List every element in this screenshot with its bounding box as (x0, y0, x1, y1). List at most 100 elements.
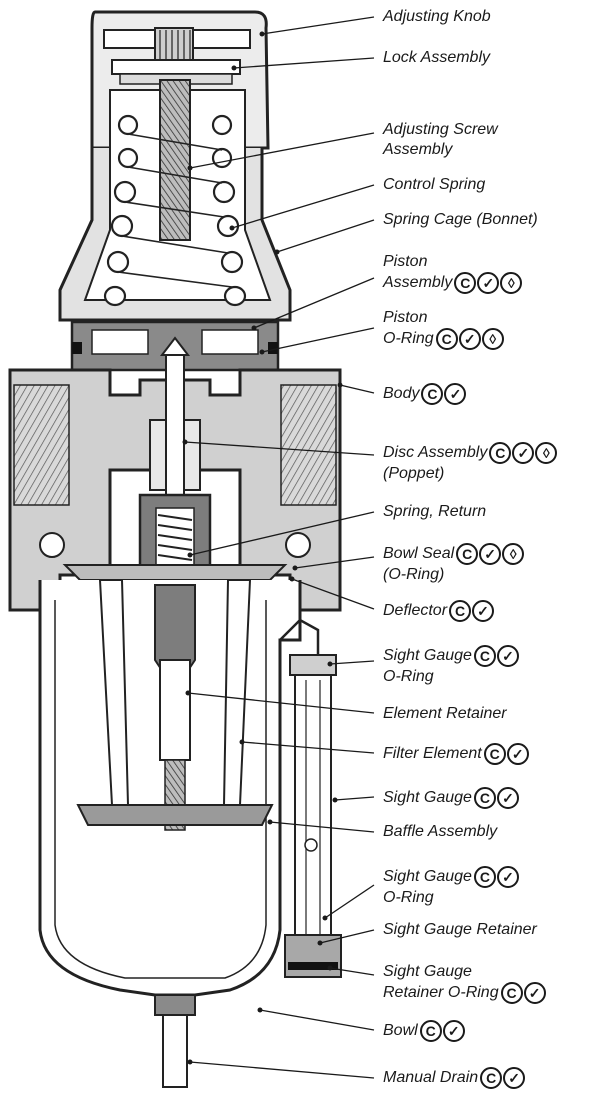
label-spring-return: Spring, Return (383, 502, 486, 522)
label-line: (O-Ring) (383, 566, 445, 583)
c-icon: C (473, 787, 496, 809)
label-line: Element Retainer (383, 705, 507, 722)
control-spring-part (103, 114, 247, 307)
label-baffle-assembly: Baffle Assembly (383, 822, 497, 842)
compat-icons: C✓ (480, 1067, 526, 1089)
disc-assembly-part (149, 336, 201, 496)
label-line: Sight Gauge Retainer (383, 921, 537, 938)
baffle-assembly-part (76, 804, 274, 826)
label-line: Bowl (383, 1022, 418, 1040)
compat-icons: C✓ (449, 600, 495, 622)
label-line: O-Ring (383, 889, 434, 906)
check-icon: ✓ (442, 1020, 465, 1042)
c-icon: C (419, 1020, 442, 1042)
manual-drain-part (154, 994, 196, 1088)
label-lock-assembly: Lock Assembly (383, 48, 490, 68)
label-line: Assembly (383, 141, 453, 158)
check-icon: ✓ (479, 543, 502, 565)
drop-icon: ◊ (502, 543, 525, 565)
label-spring-cage: Spring Cage (Bonnet) (383, 210, 538, 230)
label-line: Assembly (383, 274, 453, 292)
filter-element-part (98, 579, 252, 806)
label-control-spring: Control Spring (383, 175, 485, 195)
c-icon: C (454, 272, 477, 294)
c-icon: C (500, 982, 523, 1004)
label-line: Filter Element (383, 745, 482, 763)
check-icon: ✓ (496, 645, 519, 667)
check-icon: ✓ (444, 383, 467, 405)
compat-icons: C✓ (473, 645, 519, 667)
compat-icons: C✓ (500, 982, 546, 1004)
compat-icons: C✓ (483, 743, 529, 765)
check-icon: ✓ (496, 866, 519, 888)
check-icon: ✓ (477, 272, 500, 294)
c-icon: C (435, 328, 458, 350)
label-line: Adjusting Knob (383, 8, 491, 25)
label-line: Sight Gauge (383, 963, 472, 980)
compat-icons: C✓ (419, 1020, 465, 1042)
label-adjusting-knob: Adjusting Knob (383, 7, 491, 27)
c-icon: C (421, 383, 444, 405)
compat-icons: C✓ (473, 787, 519, 809)
label-line: Disc Assembly (383, 444, 488, 462)
check-icon: ✓ (512, 442, 535, 464)
c-icon: C (473, 645, 496, 667)
compat-icons: C✓◊ (435, 328, 504, 350)
label-line: Sight Gauge (383, 868, 472, 886)
compat-icons: C✓ (473, 866, 519, 888)
compat-icons: C✓◊ (456, 543, 525, 565)
c-icon: C (480, 1067, 503, 1089)
label-line: Sight Gauge (383, 647, 472, 665)
label-line: Spring Cage (Bonnet) (383, 211, 538, 228)
label-line: Body (383, 385, 420, 403)
leader-lines (184, 16, 375, 1079)
label-line: Lock Assembly (383, 49, 490, 66)
label-line: Piston (383, 309, 428, 326)
compat-icons: C✓◊ (489, 442, 558, 464)
label-line: Piston (383, 253, 428, 270)
label-sight-gauge-retainer: Sight Gauge Retainer (383, 920, 537, 940)
deflector-part (62, 564, 288, 581)
leader-arrowheads (182, 31, 343, 1065)
compat-icons: C✓ (421, 383, 467, 405)
drop-icon: ◊ (500, 272, 523, 294)
c-icon: C (473, 866, 496, 888)
label-line: Baffle Assembly (383, 823, 498, 840)
label-line: Adjusting Screw (383, 121, 498, 138)
adjusting-screw-part (159, 79, 191, 241)
label-element-retainer: Element Retainer (383, 704, 507, 724)
check-icon: ✓ (472, 600, 495, 622)
c-icon: C (449, 600, 472, 622)
check-icon: ✓ (503, 1067, 526, 1089)
label-line: O-Ring (383, 330, 434, 348)
check-icon: ✓ (506, 743, 529, 765)
check-icon: ✓ (458, 328, 481, 350)
compat-icons: C✓◊ (454, 272, 523, 294)
check-icon: ✓ (523, 982, 546, 1004)
sight-gauge-part (279, 618, 342, 978)
label-line: O-Ring (383, 668, 434, 685)
drop-icon: ◊ (481, 328, 504, 350)
label-line: Control Spring (383, 176, 486, 193)
c-icon: C (483, 743, 506, 765)
label-line: Manual Drain (383, 1069, 479, 1087)
check-icon: ✓ (496, 787, 519, 809)
label-line: Retainer O-Ring (383, 984, 499, 1002)
c-icon: C (456, 543, 479, 565)
label-line: Bowl Seal (383, 545, 455, 563)
label-line: Sight Gauge (383, 789, 472, 807)
